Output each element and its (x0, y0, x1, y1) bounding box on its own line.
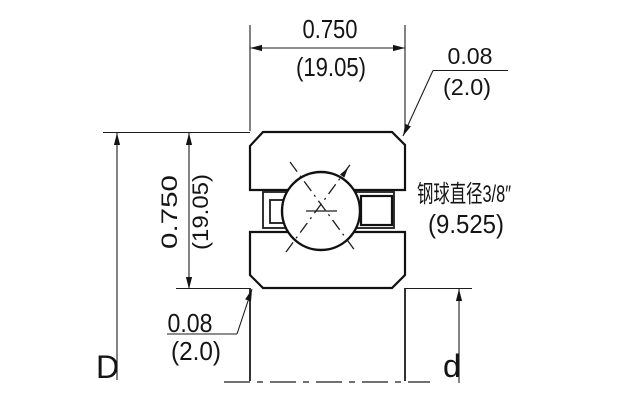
inner-ring-section (248, 230, 407, 290)
height-inch-label: 0.750 (157, 175, 182, 249)
ball-diameter-note: 钢球直径3/8″ (9.525) (417, 181, 511, 239)
ball-contact-lines (285, 161, 357, 253)
outer-diameter-label: D (96, 349, 119, 385)
ball-diameter-mm-label: (9.525) (428, 209, 504, 239)
chamfer-callout-bottom: 0.08 (2.0) (167, 288, 253, 366)
bearing-section (248, 130, 407, 381)
width-inch-label: 0.750 (303, 14, 358, 44)
outer-diameter-reference: D (96, 133, 121, 385)
outer-ring-section (248, 130, 407, 192)
height-mm-label: (19.05) (188, 174, 213, 250)
width-dimension: 0.750 (19.05) (249, 14, 406, 131)
chamfer-callout-top: 0.08 (2.0) (402, 43, 508, 137)
bore-diameter-reference: d (405, 287, 472, 384)
height-dimension: 0.750 (19.05) (103, 131, 250, 290)
ball-diameter-label: 钢球直径3/8″ (417, 181, 511, 208)
chamfer-top-mm-label: (2.0) (443, 74, 491, 100)
bore-diameter-label: d (443, 348, 461, 384)
chamfer-bottom-inch-label: 0.08 (168, 308, 213, 338)
contact-angle-arrow-icon (339, 168, 348, 178)
chamfer-top-inch-label: 0.08 (448, 43, 493, 69)
width-mm-label: (19.05) (296, 52, 366, 82)
chamfer-bottom-mm-label: (2.0) (171, 336, 221, 366)
